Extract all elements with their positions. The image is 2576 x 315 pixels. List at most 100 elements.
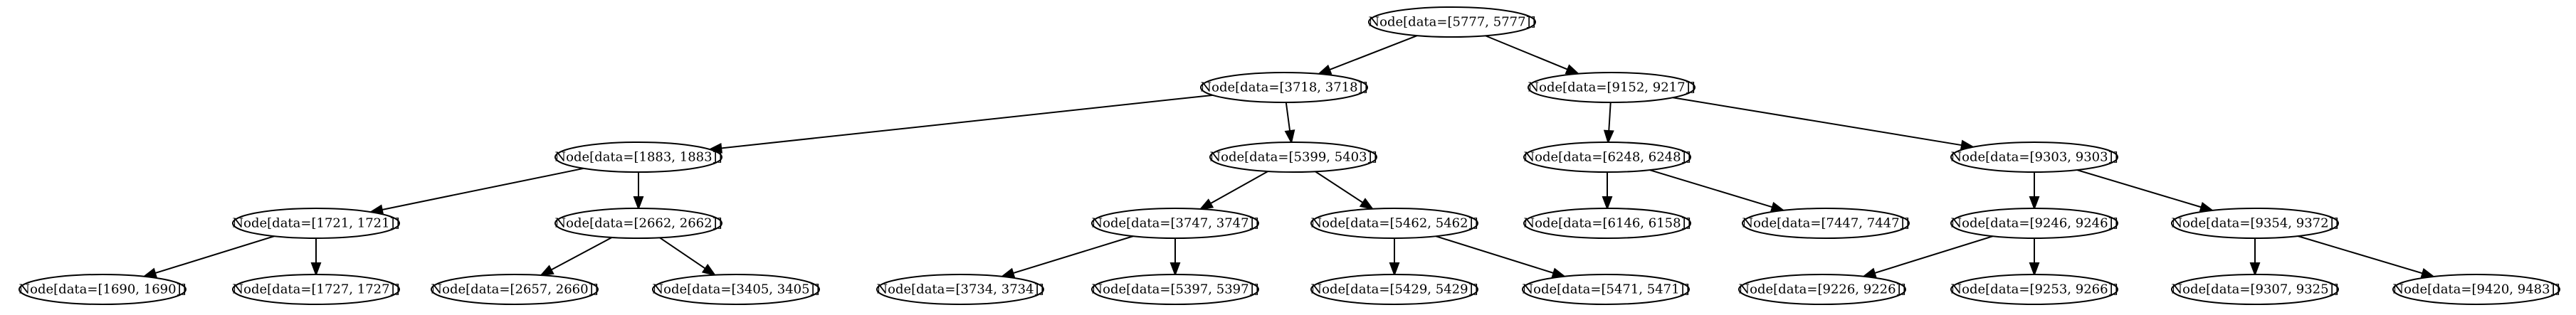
node-ellipse: [1950, 142, 2118, 173]
node-ellipse: [2171, 274, 2339, 305]
edge-n5777-n3718: [1329, 35, 1418, 71]
arrowhead-n9246-n9253: [2029, 262, 2040, 277]
tree-edges: [142, 35, 2436, 279]
node-label: Node[data=[7447, 7447]]: [1742, 216, 1909, 231]
node-ellipse: [1310, 274, 1478, 305]
tree-node-5397: Node[data=[5397, 5397]]: [1091, 274, 1259, 305]
edge-n9303-n9354: [2076, 169, 2202, 208]
tree-node-9303: Node[data=[9303, 9303]]: [1950, 142, 2118, 173]
node-label: Node[data=[3718, 3718]]: [1200, 80, 1367, 95]
node-ellipse: [1209, 142, 1377, 173]
node-label: Node[data=[1690, 1690]]: [19, 282, 186, 297]
arrowhead-n5399-n3747: [1199, 198, 1214, 210]
tree-node-5399: Node[data=[5399, 5403]]: [1209, 142, 1377, 173]
tree-node-2657: Node[data=[2657, 2660]]: [431, 274, 599, 305]
arrowhead-n9354-n9307: [2249, 262, 2261, 277]
tree-node-3734: Node[data=[3734, 3734]]: [876, 274, 1044, 305]
node-ellipse: [1091, 274, 1259, 305]
tree-node-1727: Node[data=[1727, 1727]]: [232, 274, 400, 305]
node-label: Node[data=[9152, 9217]]: [1528, 80, 1695, 95]
edge-n9152-n9303: [1672, 97, 1962, 146]
node-label: Node[data=[3405, 3405]]: [652, 282, 819, 297]
arrowhead-n5462-n5429: [1389, 262, 1400, 277]
edge-n9354-n9420: [2297, 235, 2423, 274]
node-label: Node[data=[9303, 9303]]: [1950, 150, 2118, 165]
tree-node-9253: Node[data=[9253, 9266]]: [1950, 274, 2118, 305]
node-ellipse: [1523, 142, 1691, 173]
node-ellipse: [554, 142, 722, 173]
edge-n3747-n3734: [1012, 235, 1134, 274]
tree-node-1883: Node[data=[1883, 1883]]: [554, 142, 722, 173]
edge-n1883-n1721: [382, 167, 584, 210]
node-label: Node[data=[5397, 5397]]: [1091, 282, 1258, 297]
node-label: Node[data=[5471, 5471]]: [1522, 282, 1689, 297]
node-label: Node[data=[9246, 9246]]: [1950, 216, 2118, 231]
arrowhead-n1883-n2662: [633, 196, 644, 210]
tree-node-9226: Node[data=[9226, 9226]]: [1738, 274, 1906, 305]
node-ellipse: [2392, 274, 2560, 305]
arrowhead-n3718-n5399: [1284, 129, 1295, 144]
node-ellipse: [232, 208, 400, 239]
node-ellipse: [1528, 72, 1696, 103]
edge-n6248-n7447: [1649, 169, 1773, 208]
node-label: Node[data=[6248, 6248]]: [1523, 150, 1691, 165]
tree-node-3405: Node[data=[3405, 3405]]: [652, 274, 820, 305]
node-ellipse: [1523, 208, 1691, 239]
node-ellipse: [554, 208, 722, 239]
tree-node-5777: Node[data=[5777, 5777]]: [1368, 6, 1536, 38]
node-ellipse: [2171, 208, 2339, 239]
node-ellipse: [1738, 274, 1906, 305]
tree-node-9354: Node[data=[9354, 9372]]: [2171, 208, 2339, 239]
tree-node-9307: Node[data=[9307, 9325]]: [2171, 274, 2339, 305]
node-ellipse: [1522, 274, 1690, 305]
tree-node-3747: Node[data=[3747, 3747]]: [1091, 208, 1259, 239]
node-label: Node[data=[2657, 2660]]: [431, 282, 598, 297]
node-ellipse: [19, 274, 186, 305]
tree-node-6248: Node[data=[6248, 6248]]: [1523, 142, 1691, 173]
node-label: Node[data=[9307, 9325]]: [2171, 282, 2338, 297]
node-label: Node[data=[5399, 5403]]: [1209, 150, 1377, 165]
tree-node-3718: Node[data=[3718, 3718]]: [1200, 72, 1368, 103]
edge-n2662-n2657: [550, 237, 613, 271]
tree-node-5429: Node[data=[5429, 5429]]: [1310, 274, 1478, 305]
tree-node-5462: Node[data=[5462, 5462]]: [1310, 208, 1478, 239]
node-label: Node[data=[9253, 9266]]: [1950, 282, 2118, 297]
node-label: Node[data=[2662, 2662]]: [554, 216, 722, 231]
edge-n5462-n5471: [1435, 235, 1554, 274]
arrowhead-n2662-n3405: [701, 263, 717, 277]
node-label: Node[data=[5777, 5777]]: [1368, 15, 1535, 30]
edge-n3718-n5399: [1285, 102, 1291, 132]
tree-node-5471: Node[data=[5471, 5471]]: [1522, 274, 1690, 305]
arrowhead-n9152-n6248: [1603, 129, 1614, 144]
node-label: Node[data=[5462, 5462]]: [1310, 216, 1478, 231]
node-ellipse: [1950, 274, 2118, 305]
edge-n9152-n6248: [1608, 102, 1612, 132]
node-label: Node[data=[9420, 9483]]: [2392, 282, 2560, 297]
node-label: Node[data=[1727, 1727]]: [232, 282, 399, 297]
node-ellipse: [1950, 208, 2118, 239]
tree-nodes: Node[data=[5777, 5777]] Node[data=[3718, …: [19, 6, 2560, 305]
node-ellipse: [1091, 208, 1259, 239]
edge-n5399-n3747: [1210, 171, 1268, 205]
node-label: Node[data=[1721, 1721]]: [232, 216, 399, 231]
tree-node-1690: Node[data=[1690, 1690]]: [19, 274, 186, 305]
node-label: Node[data=[9226, 9226]]: [1738, 282, 1905, 297]
arrowhead-n6248-n6146: [1602, 196, 1613, 210]
node-label: Node[data=[1883, 1883]]: [554, 150, 722, 165]
node-ellipse: [1200, 72, 1368, 103]
arrowhead-n9303-n9246: [2029, 196, 2040, 210]
node-ellipse: [1742, 208, 1910, 239]
tree-node-9246: Node[data=[9246, 9246]]: [1950, 208, 2118, 239]
arrowhead-n5777-n9152: [1565, 64, 1580, 75]
arrowhead-n5399-n5462: [1359, 198, 1374, 210]
arrowhead-n1721-n1727: [310, 262, 322, 277]
node-ellipse: [431, 274, 599, 305]
arrowhead-n2662-n2657: [539, 265, 554, 277]
node-ellipse: [232, 274, 400, 305]
tree-node-1721: Node[data=[1721, 1721]]: [232, 208, 400, 239]
node-label: Node[data=[5429, 5429]]: [1310, 282, 1478, 297]
node-label: Node[data=[3734, 3734]]: [876, 282, 1043, 297]
node-label: Node[data=[6146, 6158]]: [1523, 216, 1691, 231]
edge-n5777-n9152: [1485, 35, 1568, 70]
